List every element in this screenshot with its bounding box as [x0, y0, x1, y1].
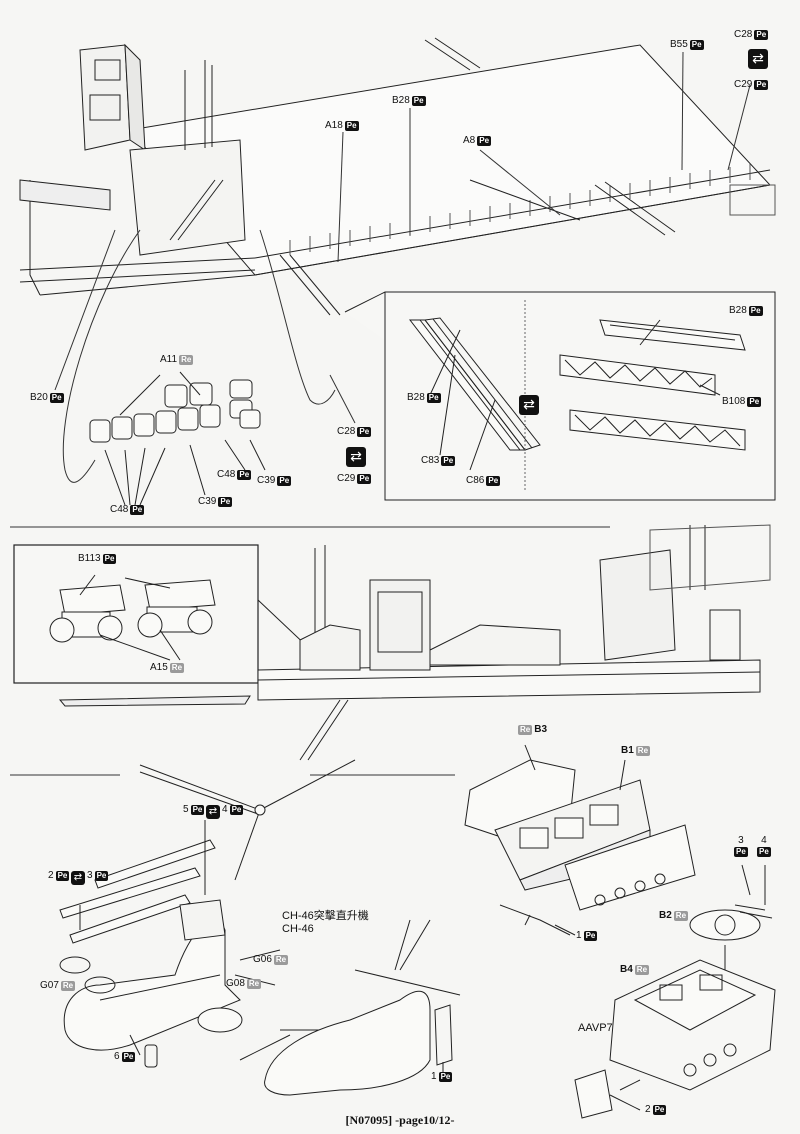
aavp7-drawing — [464, 744, 776, 1119]
swap-icon: ⇄ — [346, 447, 366, 467]
swap-icon: ⇄ — [206, 805, 220, 819]
ch46-drawing — [59, 759, 461, 1096]
swap-icon: ⇄ — [519, 395, 539, 415]
ladder-inset-box — [344, 291, 776, 501]
aavp7-caption: AAVP7 — [578, 1022, 613, 1034]
flight-deck-drawing — [19, 37, 776, 316]
ship-side-drawing — [13, 524, 771, 761]
ch46-caption-en: CH-46 — [282, 923, 314, 935]
swap-icon: ⇄ — [748, 49, 768, 69]
ch46-caption-cn: CH-46突擊直升機 — [282, 910, 369, 922]
page-footer: [N07095] -page10/12- — [345, 1113, 455, 1127]
swap-icon: ⇄ — [71, 871, 85, 885]
seat-parts-drawing — [89, 371, 266, 506]
